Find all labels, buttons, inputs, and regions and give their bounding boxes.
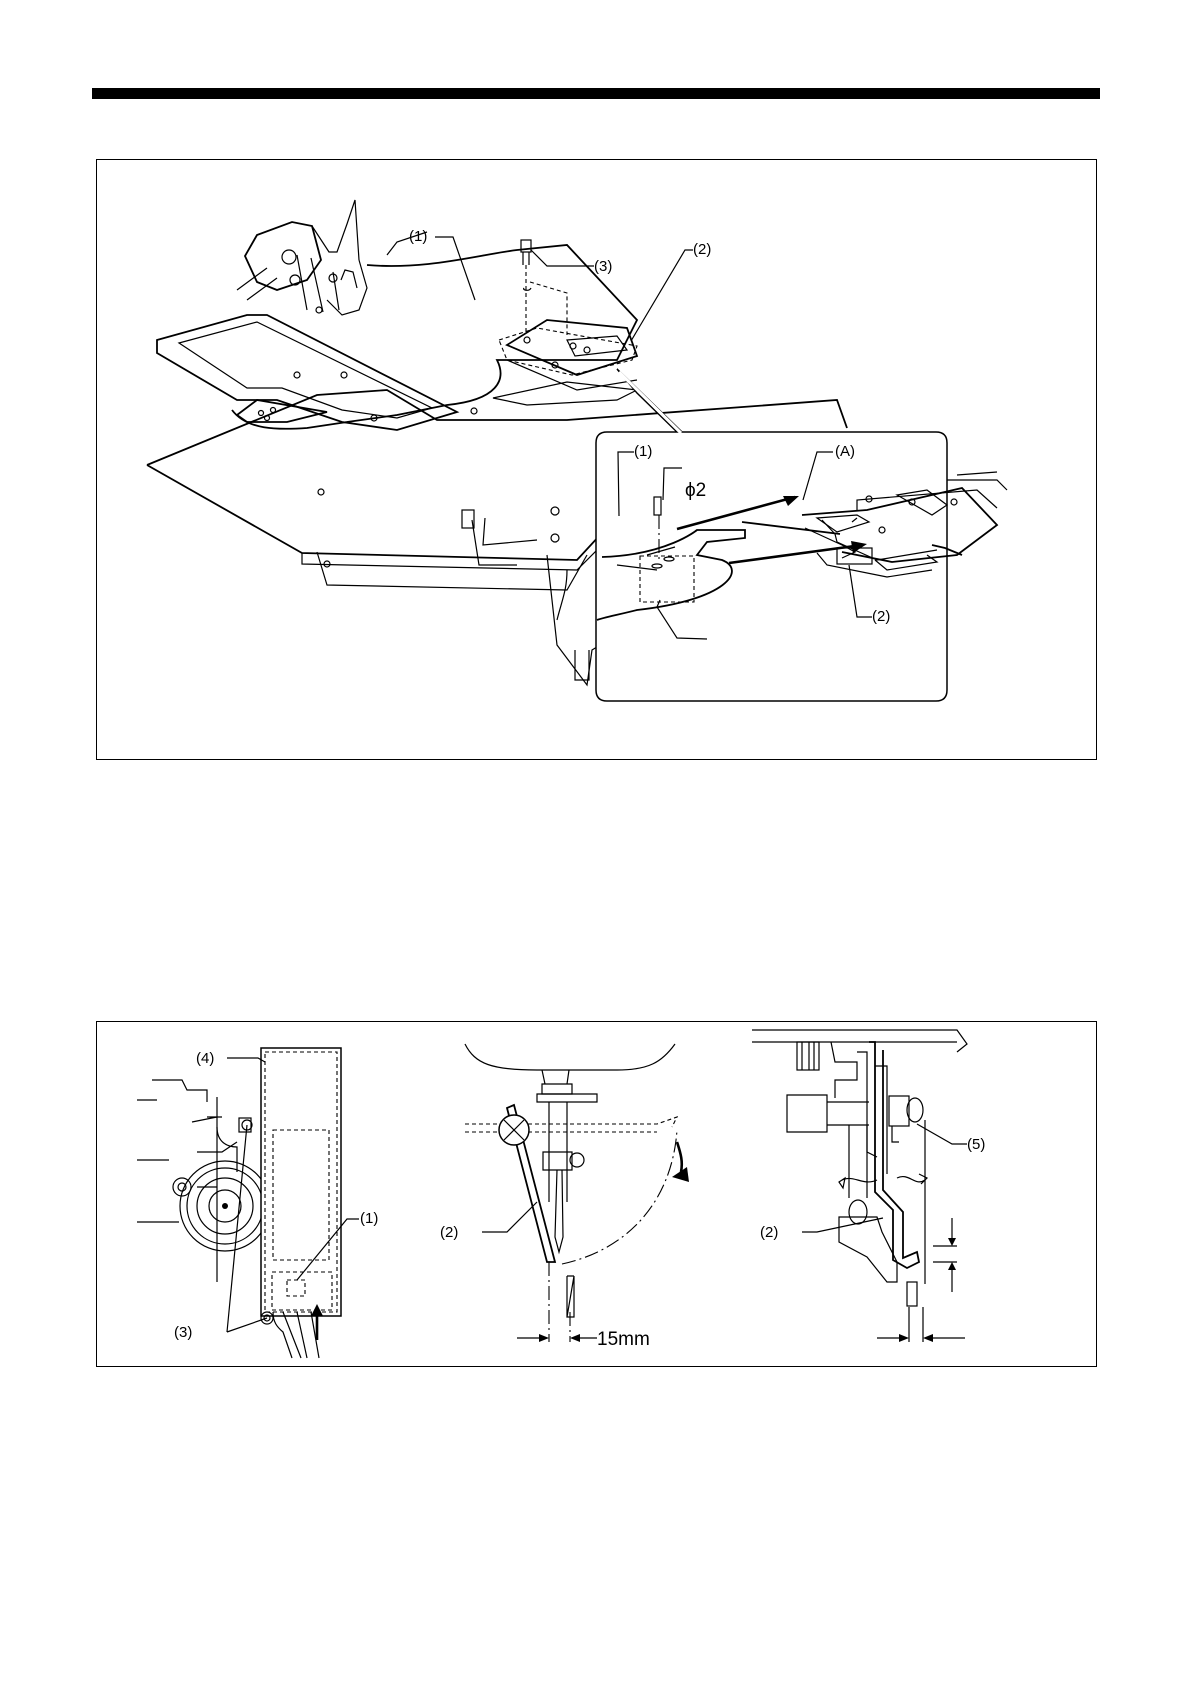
- left-callout-part1: (1): [360, 1210, 378, 1227]
- inset-point-a-label: (A): [835, 443, 855, 460]
- callout-part1: (1): [409, 228, 427, 245]
- right-callout-part5: (5): [967, 1136, 985, 1153]
- left-callout-part4: (4): [196, 1050, 214, 1067]
- callout-part3: (3): [594, 258, 612, 275]
- figure-adjustment-views: (4) (1) (3) (2) 15mm: [96, 1021, 1097, 1367]
- table-assembly-illustration: (1) (3) (2) (1) ϕ2 (A) (2): [97, 160, 1098, 761]
- inset-callout-part2: (2): [872, 608, 890, 625]
- callout-part2: (2): [693, 241, 711, 258]
- figure-table-assembly: (1) (3) (2) (1) ϕ2 (A) (2): [96, 159, 1097, 760]
- left-callout-part3: (3): [174, 1324, 192, 1341]
- middle-dimension-15mm: 15mm: [597, 1329, 650, 1350]
- right-callout-part2: (2): [760, 1224, 778, 1241]
- inset-pin-diameter-label: ϕ2: [685, 480, 706, 501]
- adjustment-views-illustration: (4) (1) (3) (2) 15mm: [97, 1022, 1098, 1368]
- inset-callout-part1: (1): [634, 443, 652, 460]
- header-rule: [92, 88, 1100, 99]
- middle-callout-part2: (2): [440, 1224, 458, 1241]
